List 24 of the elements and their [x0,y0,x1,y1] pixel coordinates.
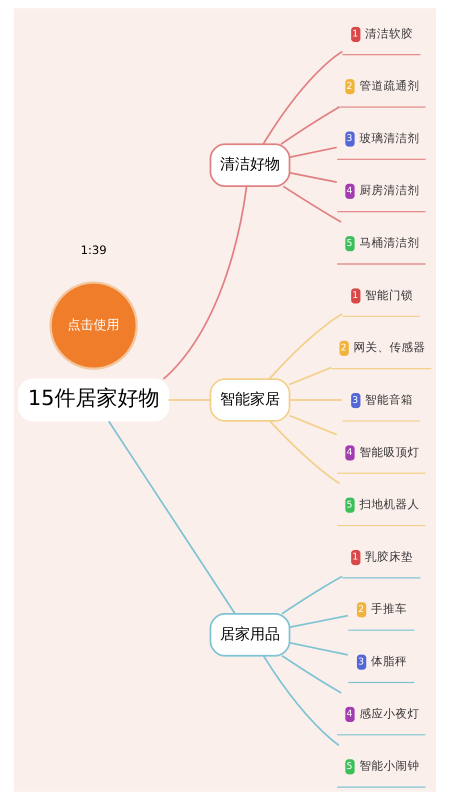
node-box: 居家用品 [210,613,290,657]
connector [289,614,348,628]
connector [289,414,338,436]
node-box: 15件居家好物 [18,378,170,422]
connector [168,399,210,401]
connector [262,50,343,144]
node-circle: 点击使用 [49,281,138,370]
node-box: 智能家居 [210,378,290,422]
connector [280,106,340,145]
connector [269,420,340,484]
node-box: 清洁好物 [210,143,290,187]
label: 1:39 [80,243,107,258]
connector [289,642,348,656]
connector [289,366,332,386]
connector [281,576,343,614]
connector [289,172,337,183]
connector [289,146,337,158]
connector [282,186,342,223]
connector [162,186,248,380]
connector [290,399,342,401]
connector [282,655,342,694]
connector [268,313,343,380]
connector [108,420,236,614]
connector [262,655,340,746]
